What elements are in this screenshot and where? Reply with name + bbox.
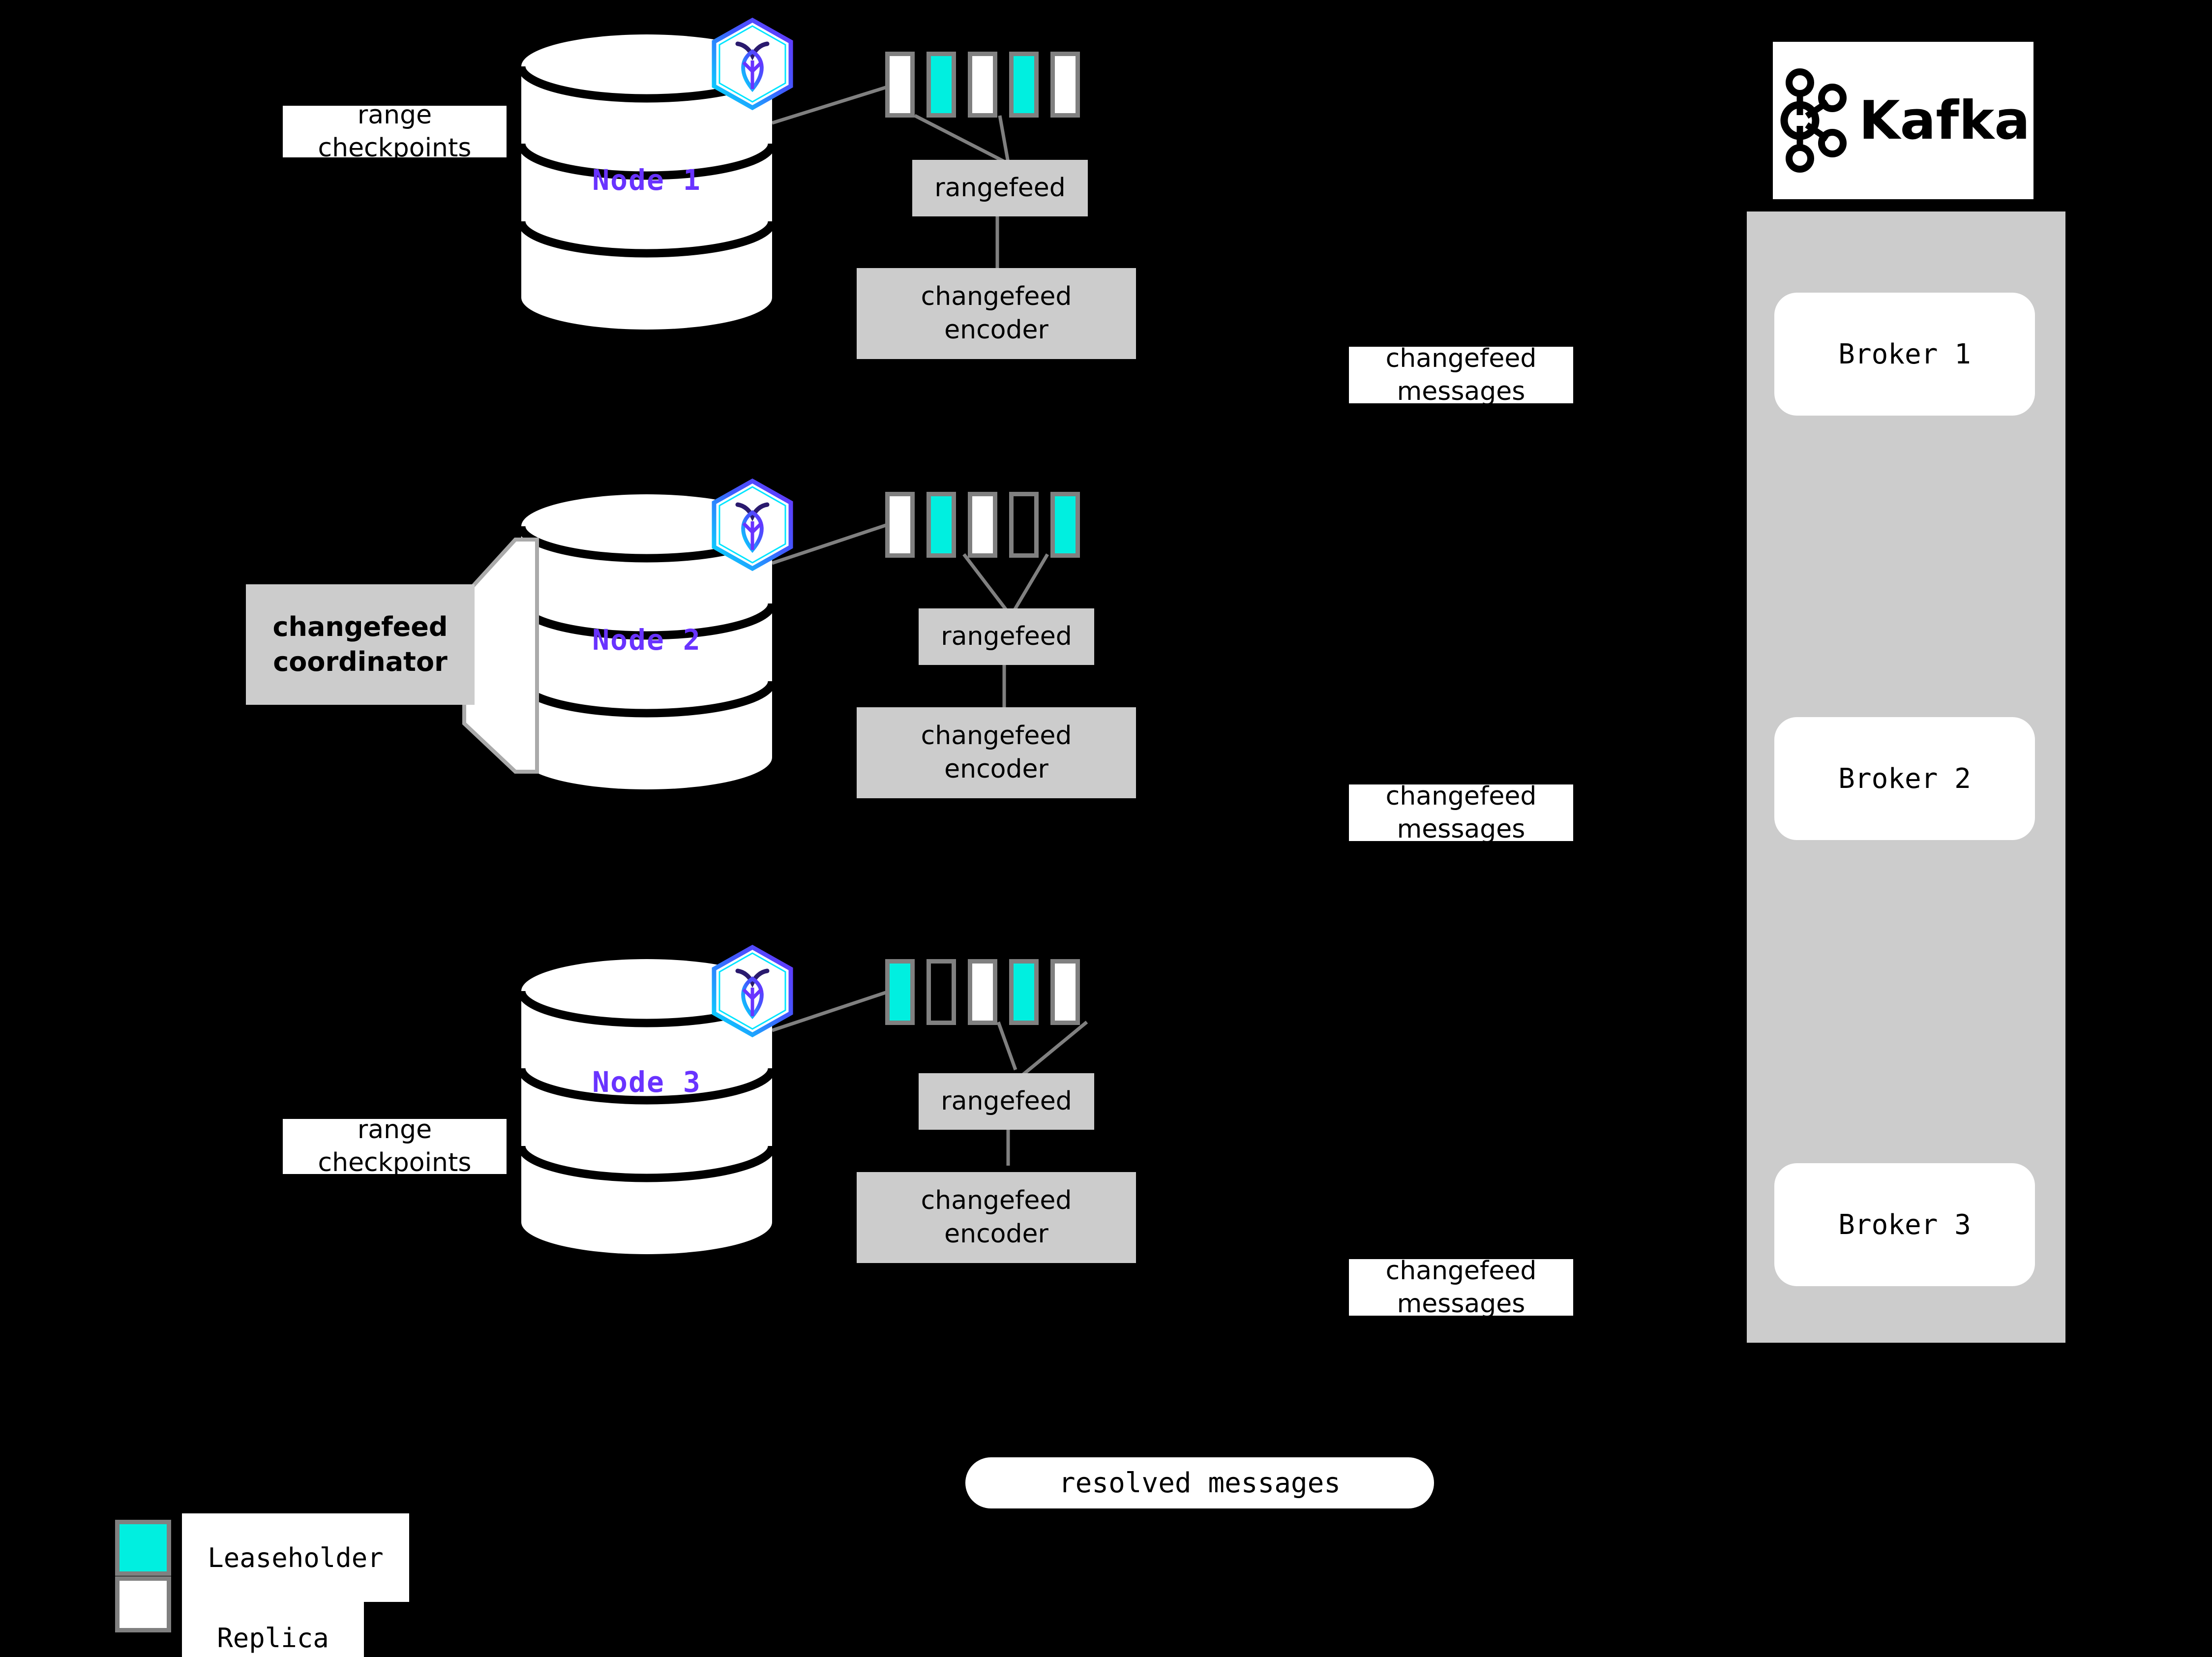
range-cell[interactable] (927, 52, 956, 118)
range-cell[interactable] (885, 959, 915, 1025)
kafka-inbound-arrowhead (2063, 332, 2085, 347)
node-1-range-checkpoints-label: range checkpoints (283, 100, 507, 163)
range-cell[interactable] (968, 492, 997, 558)
node-2-changefeed-encoder-box[interactable]: changefeed encoder (857, 707, 1136, 798)
cockroachdb-hexagon-icon (708, 478, 797, 576)
broker-2[interactable]: Broker 2 (1774, 717, 2035, 840)
range-cell[interactable] (885, 492, 915, 558)
range-cell[interactable] (1009, 959, 1039, 1025)
range-cell[interactable] (968, 52, 997, 118)
changefeed-messages-label-3: changefeed messages (1349, 1256, 1573, 1319)
changefeed-coordinator-pointer (462, 538, 541, 774)
kafka-wordmark: Kafka (1858, 90, 2031, 151)
node-1-changefeed-encoder-box[interactable]: changefeed encoder (857, 268, 1136, 359)
range-cell[interactable] (1009, 52, 1039, 118)
range-cell[interactable] (927, 492, 956, 558)
range-cell[interactable] (1050, 959, 1080, 1025)
kafka-logo-box: Kafka (1773, 42, 2033, 199)
resolved-messages-label: resolved messages (1058, 1467, 1341, 1499)
changefeed-messages-label-2: changefeed messages (1349, 782, 1573, 844)
cockroachdb-hexagon-icon (708, 17, 797, 116)
range-cell[interactable] (968, 959, 997, 1025)
broker-3[interactable]: Broker 3 (1774, 1163, 2035, 1286)
node-2-cylinder: Node 2 (516, 489, 777, 794)
broker-label: Broker 1 (1838, 338, 1971, 370)
legend-swatch-leaseholder (115, 1520, 171, 1576)
node-3-label: Node 3 (592, 1065, 701, 1099)
node-3-cylinder: Node 3 (516, 954, 777, 1259)
node-3-range-checkpoints-label: range checkpoints (283, 1115, 507, 1177)
legend-label-replica: Replica (182, 1594, 364, 1657)
range-cell[interactable] (927, 959, 956, 1025)
range-cell[interactable] (885, 52, 915, 118)
node-2-range-strip (885, 492, 1092, 558)
changefeed-messages-label-1: changefeed messages (1349, 344, 1573, 406)
node-1-range-strip (885, 52, 1092, 118)
node-1-label: Node 1 (592, 163, 701, 197)
legend-swatch-replica (115, 1576, 171, 1632)
range-cell[interactable] (1050, 492, 1080, 558)
range-cell[interactable] (1009, 492, 1039, 558)
node-3-rangefeed-box[interactable]: rangefeed (919, 1073, 1094, 1130)
node-1-rangefeed-box[interactable]: rangefeed (912, 160, 1088, 216)
range-cell[interactable] (1050, 52, 1080, 118)
node-2-label: Node 2 (592, 623, 701, 657)
legend-label-leaseholder: Leaseholder (182, 1513, 409, 1602)
node-3-range-strip (885, 959, 1092, 1025)
resolved-messages-pill[interactable]: resolved messages (965, 1457, 1434, 1508)
cockroachdb-hexagon-icon (708, 944, 797, 1043)
broker-1[interactable]: Broker 1 (1774, 293, 2035, 416)
node-3-changefeed-encoder-box[interactable]: changefeed encoder (857, 1172, 1136, 1263)
node-2-rangefeed-box[interactable]: rangefeed (919, 608, 1094, 665)
broker-label: Broker 3 (1838, 1208, 1971, 1241)
changefeed-coordinator-box[interactable]: changefeed coordinator (246, 584, 475, 705)
kafka-logo-icon (1776, 67, 1850, 175)
node-1-cylinder: Node 1 (516, 30, 777, 334)
broker-label: Broker 2 (1838, 762, 1971, 795)
